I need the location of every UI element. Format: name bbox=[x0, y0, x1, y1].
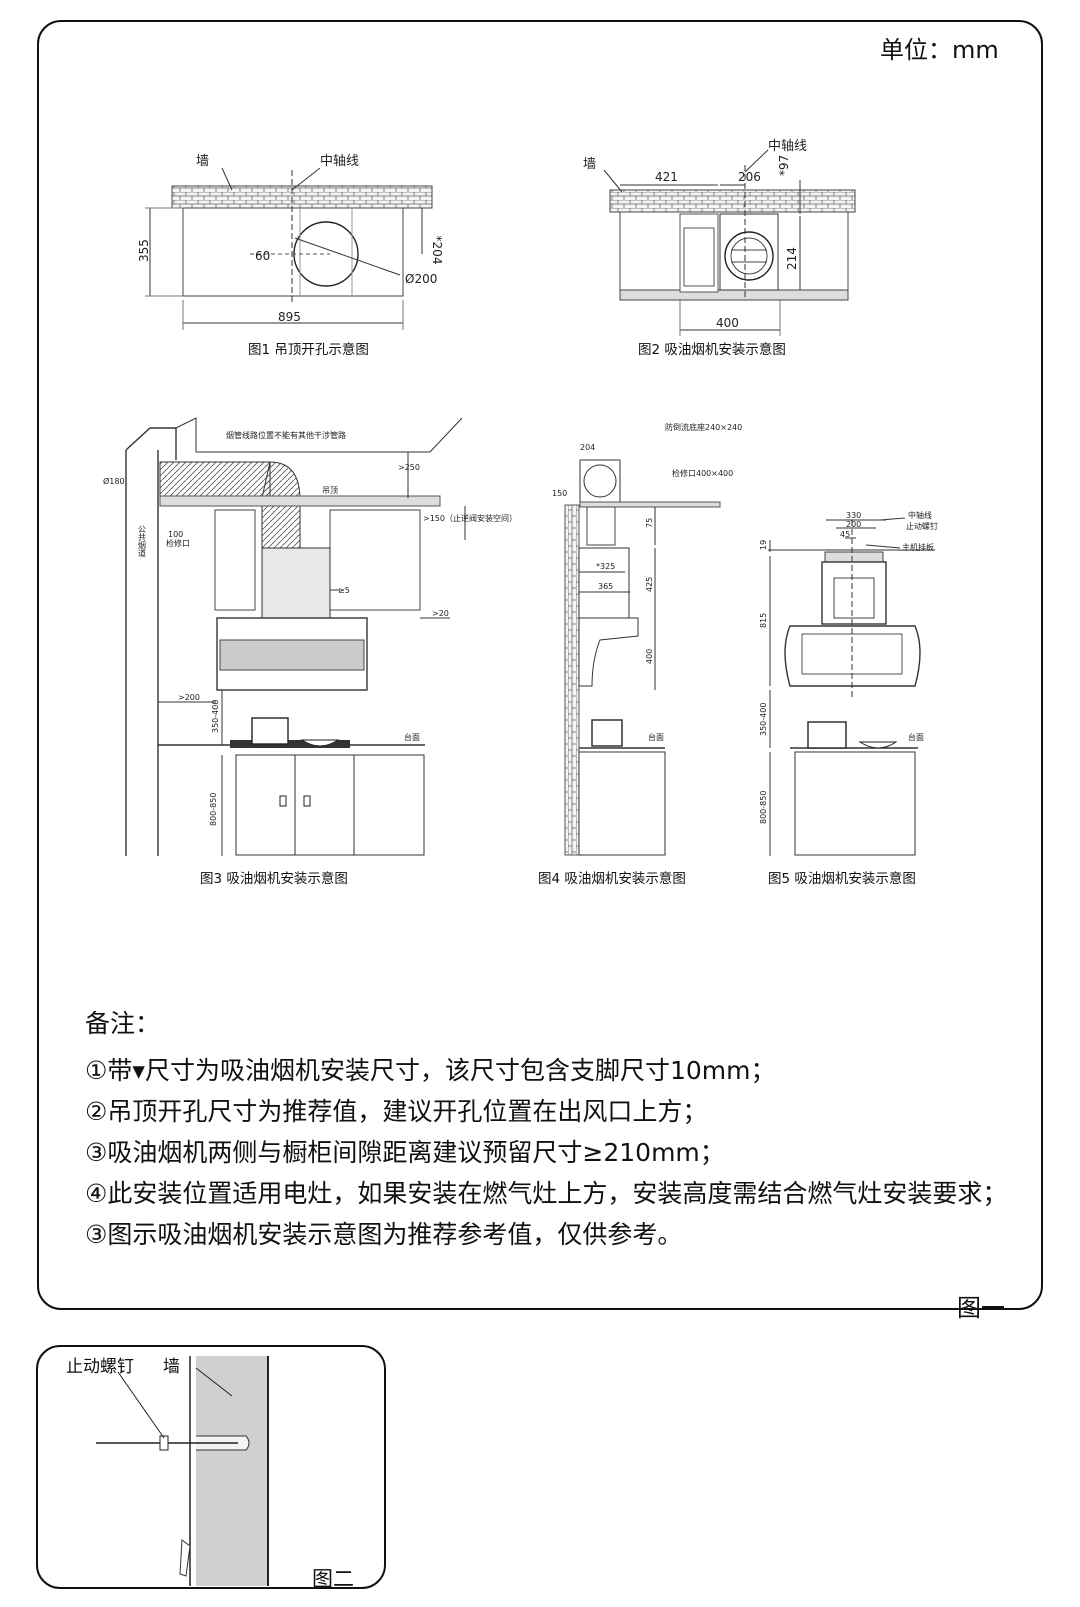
main-figure-frame bbox=[37, 20, 1043, 1310]
fig3-install-side-diagram: 烟管线路位置不能有其他干涉管路 Ø180 >250 吊顶 >150（止逆阀安装空… bbox=[103, 417, 517, 856]
fig5-counter-label: 台面 bbox=[908, 732, 924, 742]
fig1-dim-200: Ø200 bbox=[405, 272, 437, 286]
fig4-counter-label: 台面 bbox=[648, 732, 664, 742]
fig5-dim-815: 815 bbox=[759, 613, 768, 628]
fig3-dim-100: 100 bbox=[168, 530, 183, 539]
note-item: ④此安装位置适用电灶，如果安装在燃气灶上方，安装高度需结合燃气灶安装要求； bbox=[85, 1179, 1008, 1208]
sub-wall-label: 墙 bbox=[163, 1357, 180, 1377]
fig2-dim-421: 421 bbox=[655, 170, 678, 184]
note-item: ②吊顶开孔尺寸为推荐值，建议开孔位置在出风口上方； bbox=[85, 1097, 708, 1126]
fig4-dim-204: 204 bbox=[580, 443, 595, 452]
fig1-dim-60: 60 bbox=[255, 249, 270, 263]
fig4-dim-400: 400 bbox=[645, 649, 654, 664]
fig4-access-label: 检修口400×400 bbox=[672, 468, 733, 478]
fig1-ceiling-hole-diagram: 墙 中轴线 355 *204 60 Ø200 895 bbox=[137, 154, 444, 330]
fig2-wall-label: 墙 bbox=[583, 157, 596, 172]
fig5-dim-330: 330 bbox=[846, 511, 861, 520]
fig3-dim-20: >20 bbox=[432, 609, 449, 618]
fig3-dim-180: Ø180 bbox=[103, 476, 125, 486]
figure-label: 图一 bbox=[957, 1294, 1005, 1322]
fig1-wall-label: 墙 bbox=[196, 154, 209, 169]
note-item: ③图示吸油烟机安装示意图为推荐参考值，仅供参考。 bbox=[85, 1220, 683, 1249]
fig2-install-top-diagram: 墙 中轴线 421 206 *97 214 400 bbox=[583, 139, 856, 336]
fig3-dim-250: >250 bbox=[398, 463, 420, 472]
fig4-dim-150: 150 bbox=[552, 489, 567, 498]
fig5-axis-label: 中轴线 bbox=[908, 510, 932, 520]
fig3-pipe-note: 烟管线路位置不能有其他干涉管路 bbox=[226, 430, 346, 440]
fig3-flue-label: 公共烟道 bbox=[138, 525, 147, 558]
fig5-panel-label: 主机挂板 bbox=[902, 542, 934, 552]
fig1-dim-895: 895 bbox=[278, 310, 301, 324]
fig3-ceiling-label: 吊顶 bbox=[322, 486, 338, 495]
fig3-dim-150: >150（止逆阀安装空间） bbox=[423, 513, 517, 523]
fig3-dim-800-850: 800-850 bbox=[209, 793, 218, 826]
fig3-dim-200: >200 bbox=[178, 693, 200, 702]
fig5-dim-350-400: 350-400 bbox=[759, 703, 768, 736]
fig1-caption: 图1 吊顶开孔示意图 bbox=[248, 342, 369, 358]
note-item: ③吸油烟机两侧与橱柜间隙距离建议预留尺寸≥210mm； bbox=[85, 1138, 725, 1167]
fig4-base-label: 防倒流底座240×240 bbox=[665, 422, 742, 432]
fig2-dim-400: 400 bbox=[716, 316, 739, 330]
fig4-dim-425: 425 bbox=[645, 577, 654, 592]
fig1-axis-label: 中轴线 bbox=[320, 154, 359, 169]
fig5-dim-19: 19 bbox=[759, 540, 768, 550]
fig4-dim-75: 75 bbox=[645, 518, 654, 528]
fig1-dim-204: *204 bbox=[430, 236, 444, 265]
fig4-caption: 图4 吸油烟机安装示意图 bbox=[538, 871, 686, 887]
sub-screw-label: 止动螺钉 bbox=[66, 1357, 134, 1377]
fig5-dim-200: 200 bbox=[846, 520, 861, 529]
fig4-dim-365: 365 bbox=[598, 582, 613, 591]
fig5-screw-label: 止动螺钉 bbox=[906, 521, 938, 531]
fig3-counter-label: 台面 bbox=[404, 732, 420, 742]
fig3-access-label: 检修口 bbox=[166, 538, 190, 548]
fig2-dim-206: 206 bbox=[738, 170, 761, 184]
fig2-axis-label: 中轴线 bbox=[768, 139, 807, 154]
fig3-caption: 图3 吸油烟机安装示意图 bbox=[200, 871, 348, 887]
note-item: ①带▾尺寸为吸油烟机安装尺寸，该尺寸包含支脚尺寸10mm； bbox=[85, 1056, 776, 1085]
fig2-dim-214: 214 bbox=[785, 247, 799, 270]
fig5-dim-800-850: 800-850 bbox=[759, 791, 768, 824]
fig4-install-side-diagram: 204 防倒流底座240×240 检修口400×400 150 75 *325 … bbox=[552, 422, 742, 856]
notes-title: 备注： bbox=[85, 1009, 161, 1038]
detail-figure-frame bbox=[36, 1345, 386, 1589]
fig5-caption: 图5 吸油烟机安装示意图 bbox=[768, 871, 916, 887]
fig3-dim-5: ≥5 bbox=[338, 586, 350, 595]
fig2-dim-97: *97 bbox=[777, 155, 791, 176]
unit-label: 单位：mm bbox=[880, 36, 999, 64]
fig5-install-front-diagram: 330 200 45 中轴线 止动螺钉 主机挂板 19 815 350-400 … bbox=[759, 510, 938, 856]
fig5-dim-45: 45 bbox=[840, 530, 850, 539]
figure2-label: 图二 bbox=[312, 1567, 354, 1591]
detail-screw-diagram bbox=[96, 1356, 269, 1586]
fig1-dim-355: 355 bbox=[137, 239, 151, 262]
fig3-dim-350-400: 350-400 bbox=[211, 700, 220, 733]
notes-section: 备注： ①带▾尺寸为吸油烟机安装尺寸，该尺寸包含支脚尺寸10mm； ②吊顶开孔尺… bbox=[85, 1003, 1007, 1255]
fig4-dim-325: *325 bbox=[596, 562, 615, 571]
fig2-caption: 图2 吸油烟机安装示意图 bbox=[638, 342, 786, 358]
